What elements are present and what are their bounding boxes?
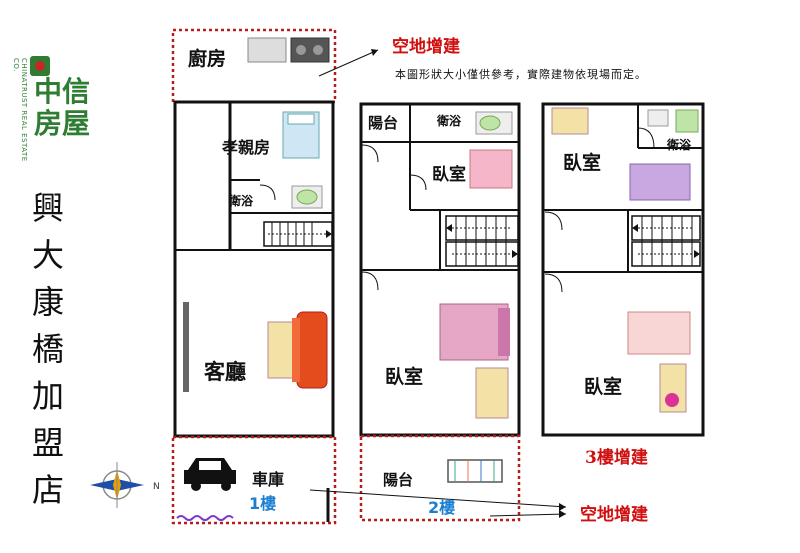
brand-name-cn: 中信房屋 xyxy=(34,75,91,140)
room-bath-f1: 衛浴 xyxy=(229,194,254,208)
stairs-floor2 xyxy=(445,215,519,267)
room-bath-f3: 衛浴 xyxy=(667,138,692,152)
floor3-extension-label: 3樓增建 xyxy=(585,448,648,468)
top-extension-label: 空地增建 xyxy=(392,37,460,57)
floor3-walls xyxy=(541,102,705,437)
sofa-icon xyxy=(296,311,328,389)
room-bedroom-f2-small: 臥室 xyxy=(432,165,466,185)
room-kitchen: 廚房 xyxy=(188,48,227,70)
sink-icon xyxy=(247,37,287,63)
room-bedroom-f2-main: 臥室 xyxy=(385,366,424,388)
toilet-icon-floor3 xyxy=(675,109,699,133)
stairs-floor1 xyxy=(263,221,333,247)
floor1-label: 1樓 xyxy=(249,494,277,513)
room-living: 客廳 xyxy=(204,359,246,384)
desk-icon-floor2 xyxy=(475,367,509,419)
bottom-extension-arrow-1 xyxy=(309,489,567,508)
brand-name-en: CHINATRUST REAL ESTATE CO. xyxy=(12,58,28,162)
car-icon xyxy=(184,458,236,491)
room-garage: 車庫 xyxy=(252,470,285,489)
brand-logo-icon xyxy=(30,56,50,76)
room-balcony-top: 陽台 xyxy=(368,114,399,132)
store-name: 興大康橋加盟店 xyxy=(31,189,64,509)
garage-extension-border xyxy=(171,435,337,525)
sink-icon-floor3 xyxy=(647,109,669,127)
room-elder: 孝親房 xyxy=(222,138,271,157)
top-extension-arrow xyxy=(318,49,379,77)
compass-icon: N xyxy=(90,462,160,508)
room-bath-f2: 衛浴 xyxy=(437,114,462,128)
svg-text:N: N xyxy=(153,482,160,492)
desk-icon-floor3 xyxy=(551,107,589,135)
disclaimer-note: 本圖形狀大小僅供參考，實際建物依現場而定。 xyxy=(395,68,647,81)
room-bedroom-f3-bottom: 臥室 xyxy=(584,376,623,398)
bed-icon-floor2-main xyxy=(439,303,509,361)
bed-icon-floor3-bottom xyxy=(627,311,691,355)
tv-icon xyxy=(183,302,189,392)
stairs-floor3 xyxy=(631,215,701,267)
balcony-extension-border xyxy=(359,434,521,522)
bottom-extension-label: 空地增建 xyxy=(580,505,648,525)
bed-icon-floor3-top xyxy=(629,163,691,201)
room-bedroom-f3-top: 臥室 xyxy=(563,152,602,174)
room-balcony-bottom: 陽台 xyxy=(383,471,414,489)
coffee-table-icon xyxy=(267,321,295,379)
floor2-label: 2樓 xyxy=(428,498,456,517)
bottom-extension-arrow-2 xyxy=(489,513,567,517)
bed-icon-floor2-small xyxy=(469,149,513,189)
laundry-rack-icon xyxy=(447,459,503,483)
desk-icon-floor3-bottom xyxy=(659,363,687,413)
